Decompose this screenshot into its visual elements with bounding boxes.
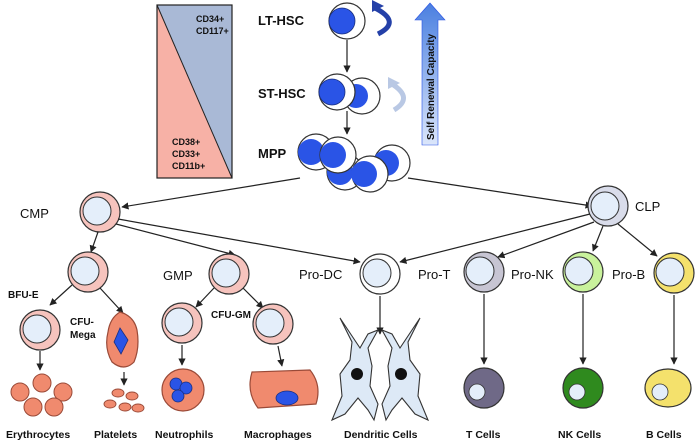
marker-cd117: CD117+: [196, 26, 229, 36]
macrophage-cell: [249, 369, 319, 409]
self-renewal-arrow: Self Renewal Capacity: [414, 2, 446, 146]
marker-cd34: CD34+: [196, 14, 224, 24]
dendritic-cell-right: [380, 317, 430, 422]
t-cells-label: T Cells: [466, 429, 501, 441]
marker-panel: CD34+ CD117+ CD38+ CD33+ CD11b+: [156, 4, 233, 179]
dendritic-cells-label: Dendritic Cells: [344, 429, 418, 441]
pro-nk-cell: [562, 251, 604, 293]
mep-cell: [67, 251, 109, 293]
stem-arrows: [121, 40, 593, 210]
nk-cell: [562, 367, 604, 409]
st-hsc-renewal-arrowhead: [388, 77, 400, 89]
self-renewal-label: Self Renewal Capacity: [426, 33, 437, 140]
pro-t-cell: [463, 251, 505, 293]
lt-hsc-renewal-arrowhead: [372, 0, 384, 12]
cfu-gm-macro-cell: [252, 303, 294, 345]
dendritic-cell-left: [330, 317, 380, 422]
erythrocytes-label: Erythrocytes: [6, 429, 70, 441]
cfu-mega-label-1: CFU-: [70, 317, 94, 328]
cfu-gm-label: CFU-GM: [211, 310, 251, 321]
b-cells-label: B Cells: [646, 429, 682, 441]
t-cell: [463, 367, 505, 409]
mep-to-bfu-arrow: [49, 284, 73, 306]
bfu-e-cell: [19, 309, 61, 351]
lt-hsc-cell: [328, 2, 366, 40]
marker-cd33: CD33+: [172, 149, 200, 159]
marker-divider: [156, 4, 233, 179]
pro-nk-label: Pro-NK: [511, 267, 554, 282]
clp-arrows: [399, 213, 658, 264]
marker-box: [156, 4, 233, 179]
pro-dc-cell: [359, 253, 401, 295]
pro-dc-label: Pro-DC: [299, 267, 342, 282]
cfu-gm-neutro-cell: [161, 302, 203, 344]
clp-label: CLP: [635, 199, 660, 214]
cmp-cell: [79, 191, 121, 233]
st-hsc-renewal-loop: [390, 81, 406, 113]
cfu-mega-label-2: Mega: [70, 330, 96, 341]
mep-to-mega-arrow: [99, 287, 124, 314]
platelets-label: Platelets: [94, 429, 137, 441]
cmp-label: CMP: [20, 206, 49, 221]
cmp-arrows: [89, 218, 361, 265]
gmp-label: GMP: [163, 268, 193, 283]
marker-cd11b: CD11b+: [172, 161, 205, 171]
gmp-cell: [208, 253, 250, 295]
st-hsc-label: ST-HSC: [258, 86, 306, 101]
erythrocyte-cluster: [10, 373, 73, 417]
nk-cells-label: NK Cells: [558, 429, 601, 441]
lt-hsc-label: LT-HSC: [258, 13, 305, 28]
neutrophil-cell: [161, 368, 205, 412]
st-hsc-cell: [318, 73, 381, 115]
neutrophils-label: Neutrophils: [155, 429, 213, 441]
b-cell: [644, 368, 692, 408]
gmp-to-neutro-arrow: [195, 287, 215, 308]
macrophages-label: Macrophages: [244, 429, 312, 441]
cfu-to-macro-arrow: [277, 345, 285, 367]
lt-hsc-renewal-loop: [373, 5, 392, 37]
gmp-to-macro-arrow: [242, 287, 264, 309]
bfu-e-label: BFU-E: [8, 290, 39, 301]
self-renewal-arrow-shape: [414, 2, 446, 146]
pro-b-label: Pro-B: [612, 267, 645, 282]
clp-cell: [587, 185, 629, 227]
platelet-cluster: [103, 388, 145, 413]
pro-t-label: Pro-T: [418, 267, 451, 282]
mpp-cell-cluster: [297, 133, 411, 193]
megakaryocyte-cell: [106, 311, 139, 368]
marker-cd38: CD38+: [172, 137, 200, 147]
mpp-label: MPP: [258, 146, 287, 161]
pro-b-cell: [653, 252, 695, 294]
